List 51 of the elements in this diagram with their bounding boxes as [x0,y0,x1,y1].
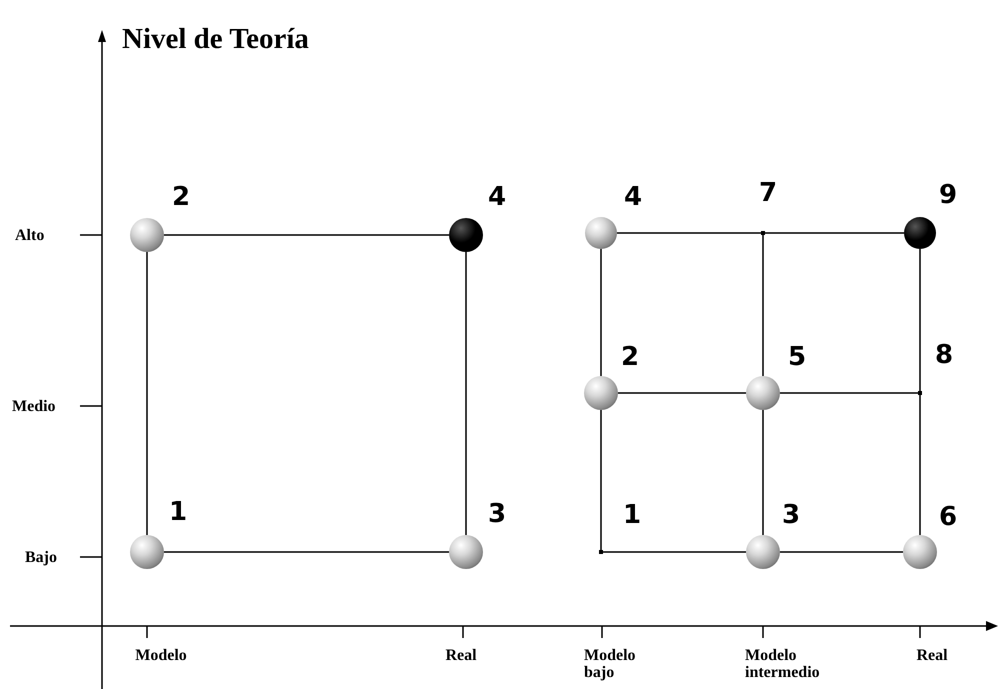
node-number: 6 [938,502,958,532]
connector-line [618,392,746,394]
junction-point [599,550,603,554]
connector-line [617,232,763,234]
connector-line [146,252,148,535]
sphere [449,218,483,252]
connector-line [600,410,602,553]
axis-title: Nivel de Teoría [122,22,309,56]
connector-line [164,551,449,553]
axis-tick-label: Real [445,647,477,664]
connector-line [762,410,764,535]
sphere [746,376,780,410]
axis-tick-label: Modelo intermedio [745,647,821,681]
sphere [585,217,617,249]
axis-tick-label: Bajo [25,549,57,566]
connector-line [763,232,904,234]
connector-line [164,234,449,236]
node-number: 8 [934,340,954,370]
axis-tick-label: Modelo [135,647,187,664]
connector-line [919,393,921,535]
node-number: 4 [488,182,506,212]
sphere [746,535,780,569]
axis-tick-label: Medio [12,398,56,415]
connector-line [780,392,920,394]
node-number: 3 [488,499,506,529]
node-number: 7 [758,178,778,208]
sphere [904,217,936,249]
node-number: 2 [172,182,190,212]
node-number: 3 [782,500,800,530]
sphere [130,218,164,252]
node-number: 1 [168,497,188,527]
node-number: 2 [620,342,640,372]
junction-point [761,231,765,235]
sphere [449,535,483,569]
node-number: 1 [622,500,642,530]
connector-line [600,249,602,376]
axis-tick-label: Alto [15,227,44,244]
connector-line [601,551,746,553]
sphere [584,376,618,410]
node-number: 4 [624,182,642,212]
axis-tick-label: Modelo bajo [584,647,636,681]
axis-tick-label: Real [916,647,948,664]
node-number: 5 [788,342,806,372]
sphere [130,535,164,569]
connector-line [762,233,764,376]
node-number: 9 [938,180,958,210]
connector-line [465,252,467,535]
connector-line [919,249,921,393]
junction-point [918,391,922,395]
connector-line [780,551,903,553]
sphere [903,535,937,569]
